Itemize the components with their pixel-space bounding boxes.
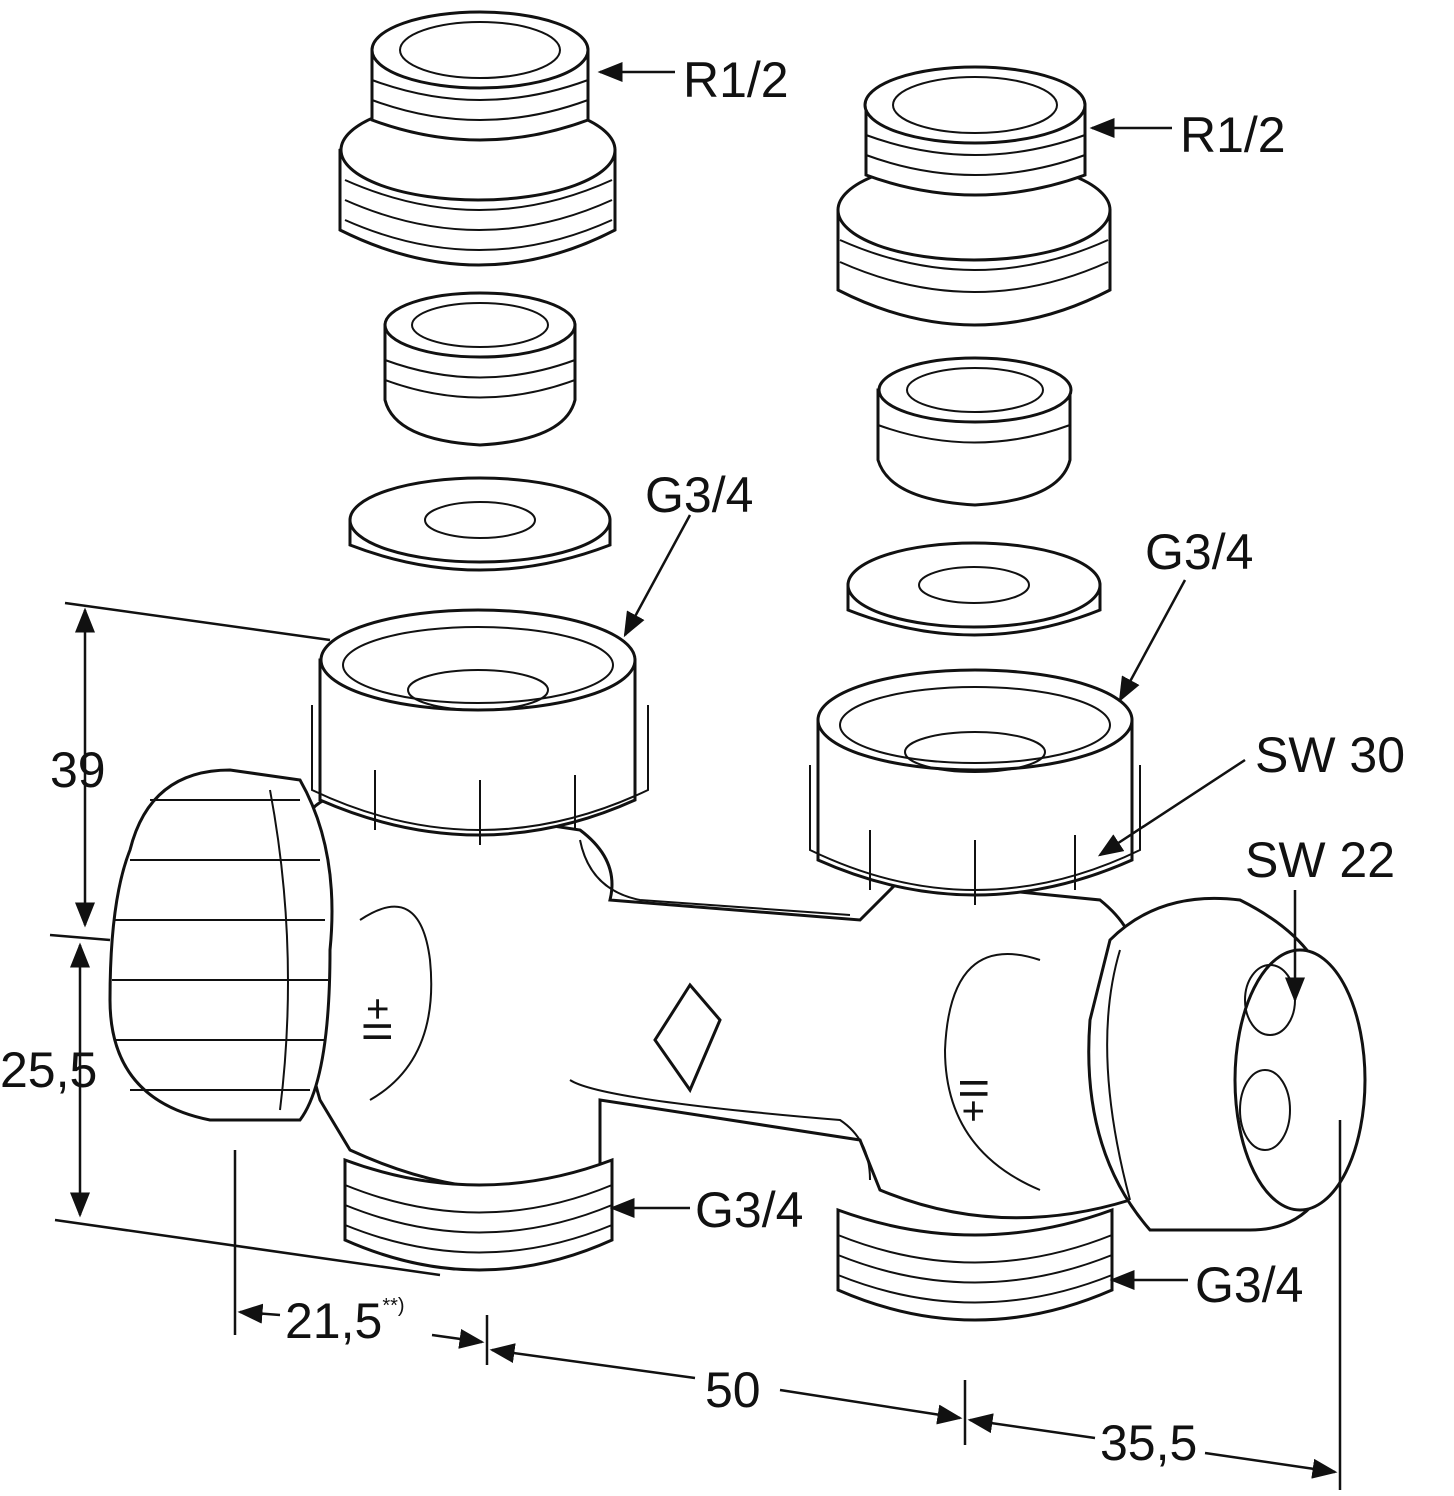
dim-35-5: 35,5 [1100, 1415, 1198, 1471]
dim-21-5-value: 21,5 [285, 1293, 383, 1349]
left-nut-g34 [311, 608, 649, 845]
label-r12-right: R1/2 [1180, 107, 1286, 163]
label-sw30: SW 30 [1255, 727, 1406, 783]
dimension-lines [49, 601, 1342, 1490]
right-cap-sw22 [1087, 896, 1367, 1232]
dim-50: 50 [705, 1362, 761, 1418]
left-outlet-g34 [343, 1157, 614, 1272]
valve-body [296, 794, 1138, 1220]
left-insert [383, 291, 577, 447]
dim-21-5: 21,5**) [285, 1296, 405, 1346]
label-g34-nut-left: G3/4 [645, 467, 754, 523]
body-marking-right: II+ [950, 1077, 995, 1123]
dim-25-5: 25,5 [0, 1042, 98, 1098]
label-g34-nut-right: G3/4 [1145, 524, 1254, 580]
label-g34-outlet-right: G3/4 [1195, 1257, 1304, 1313]
dim-39: 39 [50, 742, 106, 798]
label-sw22: SW 22 [1245, 832, 1396, 888]
label-g34-outlet-left: G3/4 [695, 1182, 804, 1238]
dim-21-5-note: **) [382, 1295, 405, 1317]
left-adapter-r12 [338, 10, 617, 267]
handwheel [108, 768, 334, 1122]
body-marking-left: II+ [355, 997, 400, 1043]
right-nut-g34 [809, 668, 1141, 905]
label-r12-left: R1/2 [683, 52, 789, 108]
right-insert [876, 356, 1073, 507]
right-washer [846, 541, 1102, 637]
right-outlet-g34 [836, 1207, 1114, 1322]
left-washer [348, 476, 612, 572]
right-adapter-r12 [836, 65, 1112, 327]
leader-lines [597, 62, 1305, 1290]
